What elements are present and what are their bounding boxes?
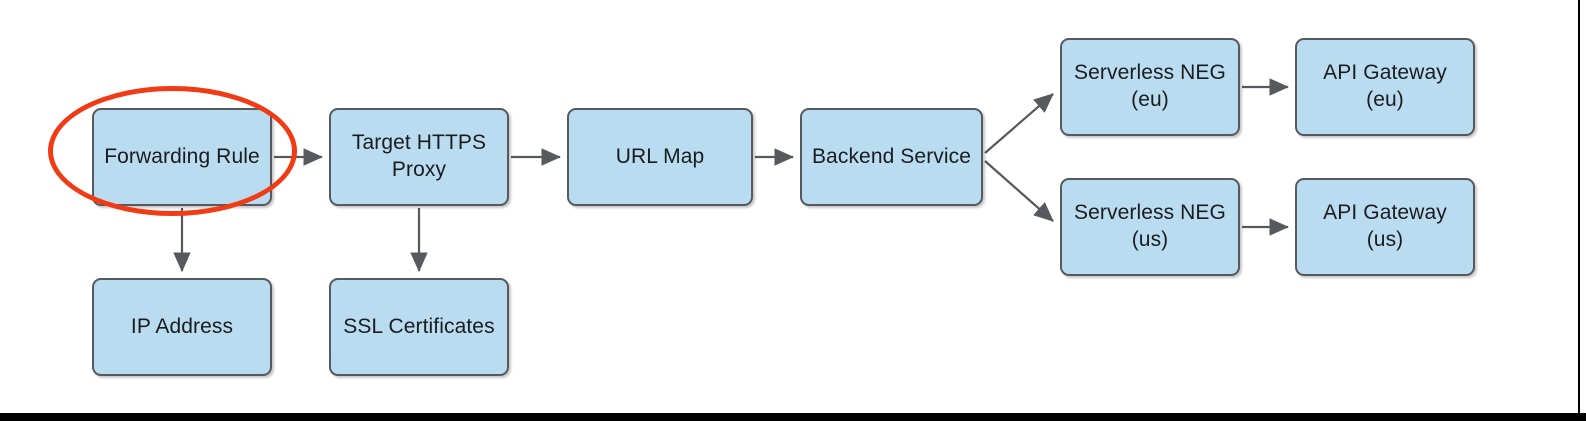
node-url-map[interactable]: URL Map — [567, 108, 753, 206]
node-api-gateway-us[interactable]: API Gateway (us) — [1295, 178, 1475, 276]
node-forwarding-rule-label: Forwarding Rule — [104, 144, 260, 168]
node-target-https-proxy-label: Target HTTPS Proxy — [351, 131, 487, 181]
node-backend-service-label: Backend Service — [811, 144, 972, 168]
node-ip-address-label: IP Address — [130, 314, 234, 338]
edge-backend-to-neg-eu — [984, 93, 1054, 154]
node-url-map-label: URL Map — [615, 144, 705, 168]
node-target-https-proxy[interactable]: Target HTTPS Proxy — [329, 108, 509, 206]
node-serverless-neg-eu-label: Serverless NEG (eu) — [1074, 61, 1226, 111]
node-ip-address[interactable]: IP Address — [92, 278, 272, 376]
node-forwarding-rule[interactable]: Forwarding Rule — [92, 108, 272, 206]
node-api-gateway-us-label: API Gateway (us) — [1323, 201, 1447, 251]
node-serverless-neg-us[interactable]: Serverless NEG (us) — [1060, 178, 1240, 276]
frame-right-border — [1578, 0, 1580, 421]
node-ssl-certificates-label: SSL Certificates — [343, 314, 495, 338]
node-backend-service[interactable]: Backend Service — [800, 108, 983, 206]
node-api-gateway-eu-label: API Gateway (eu) — [1323, 61, 1447, 111]
node-serverless-neg-eu[interactable]: Serverless NEG (eu) — [1060, 38, 1240, 136]
frame-bottom-border — [0, 413, 1586, 421]
node-ssl-certificates[interactable]: SSL Certificates — [329, 278, 509, 376]
node-api-gateway-eu[interactable]: API Gateway (eu) — [1295, 38, 1475, 136]
edge-backend-to-neg-us — [984, 160, 1054, 222]
node-serverless-neg-us-label: Serverless NEG (us) — [1074, 201, 1226, 251]
